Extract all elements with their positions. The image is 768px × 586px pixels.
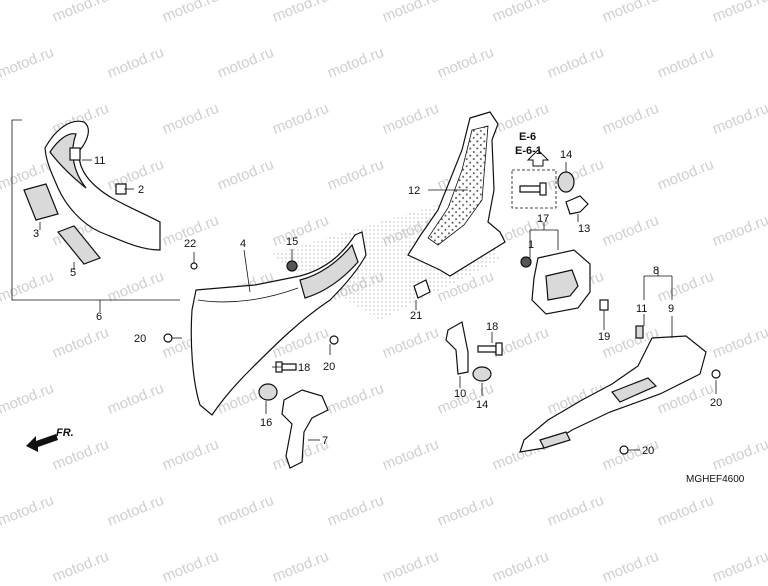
part-15-grommet	[286, 260, 298, 272]
callout-20-left: 20	[134, 333, 146, 345]
callout-5: 5	[70, 267, 76, 279]
callout-21: 21	[410, 310, 422, 322]
part-13-14	[557, 162, 589, 222]
part-20-screw-bottom	[619, 445, 629, 455]
callout-10: 10	[454, 388, 466, 400]
callout-18-left: 18	[298, 362, 310, 374]
callouts: 1 2 3 4 5 6 7 8 9 10 11 11 12 13 14 14 1…	[33, 149, 722, 457]
callout-20-bottom: 20	[642, 445, 654, 457]
callout-20-right: 20	[710, 397, 722, 409]
callout-11-right: 11	[636, 303, 647, 315]
callout-14-bottom: 14	[476, 399, 488, 411]
part-14-grommet-lower	[472, 366, 492, 382]
part-11-clip	[69, 147, 81, 161]
part-18-bolt-right	[477, 345, 497, 353]
part-group-6	[11, 119, 198, 312]
front-arrow-icon: FR.	[26, 427, 74, 452]
part-9-lower-cover	[519, 268, 721, 455]
reference-label-e6: E-6	[519, 131, 536, 143]
part-17-bracket	[520, 222, 609, 330]
reference-label-e61: E-6-1	[515, 145, 542, 157]
callout-2: 2	[138, 184, 144, 196]
part-4-side-cover	[190, 231, 367, 416]
front-label: FR.	[56, 427, 74, 439]
bolt-illustration	[519, 185, 541, 193]
part-16-grommet	[258, 383, 278, 401]
callout-9: 9	[668, 303, 674, 315]
part-3-pad	[23, 183, 59, 221]
callout-7: 7	[322, 435, 328, 447]
part-7-bracket	[163, 333, 329, 469]
callout-1: 1	[528, 239, 534, 251]
callout-3: 3	[33, 228, 39, 240]
part-20-screw-left	[163, 333, 173, 343]
callout-15: 15	[286, 236, 298, 248]
callout-6: 6	[96, 311, 102, 323]
callout-4: 4	[240, 238, 246, 250]
callout-20-mid: 20	[323, 361, 335, 373]
part-5-pad	[57, 225, 101, 265]
callout-17: 17	[537, 213, 549, 225]
part-2-nut	[115, 183, 127, 195]
callout-22: 22	[184, 238, 196, 250]
diagram-code: MGHEF4600	[686, 474, 745, 485]
callout-18-right: 18	[486, 321, 498, 333]
callout-14-top: 14	[560, 149, 572, 161]
callout-8: 8	[653, 265, 659, 277]
part-20-screw-right	[711, 369, 721, 379]
callout-19: 19	[598, 331, 610, 343]
part-12-inner-cover	[407, 111, 506, 277]
callout-13: 13	[578, 223, 590, 235]
callout-11-left: 11	[94, 155, 105, 167]
callout-12: 12	[408, 185, 420, 197]
callout-16: 16	[260, 417, 272, 429]
part-10-stay	[413, 279, 503, 396]
reference-box	[511, 149, 557, 209]
part-22-screw	[190, 262, 198, 270]
part-13-clip	[565, 195, 589, 215]
